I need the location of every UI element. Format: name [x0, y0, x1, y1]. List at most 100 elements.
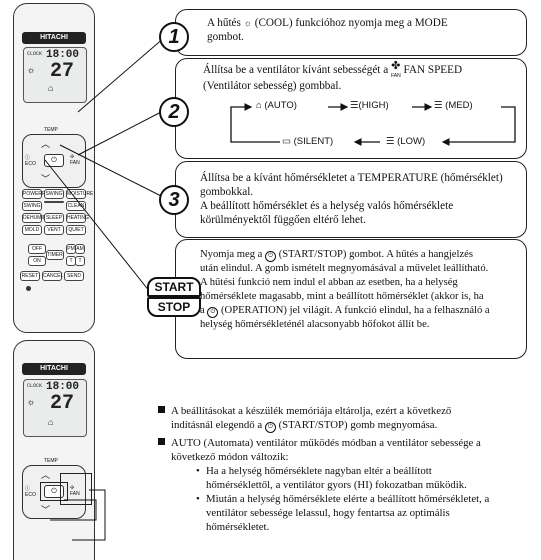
fan-seq-low: ☰ (LOW)	[386, 136, 425, 147]
start-stop-button-small[interactable]: ⏻	[44, 154, 64, 167]
remote-button-5[interactable]	[44, 201, 64, 203]
ss-line5-b: (OPERATION) jel világít. A funkció elind…	[221, 305, 490, 316]
temp-label: TEMP	[44, 127, 58, 133]
ss-line6: helység hőmérsékleténél alacsonyabb hőfo…	[200, 319, 430, 330]
timer-button[interactable]: TIMER	[46, 250, 64, 260]
dot-bullet-icon: •	[196, 493, 200, 505]
remote-button-3[interactable]: MOISTURE	[66, 189, 94, 199]
note-2-bullet-1: • Ha a helység hőmérséklete nagyban elté…	[158, 464, 533, 492]
fan-seq-med: ☰ (MED)	[434, 100, 473, 111]
step1-text-b: (COOL) funkcióhoz nyomja meg a MODE	[254, 17, 448, 29]
start-label: START	[147, 277, 201, 297]
bottom-temp-up-button[interactable]: ︿	[41, 470, 51, 480]
off-timer-button[interactable]: OFF	[28, 244, 46, 254]
bottom-temp-down-button[interactable]: ﹀	[41, 505, 51, 515]
note2-line1: AUTO (Automata) ventilátor működés módba…	[171, 437, 481, 449]
bottom-start-stop-button[interactable]: ⏻	[44, 485, 64, 498]
b1-line2: hőmérséklettől, a ventilátor gyors (HI) …	[206, 479, 467, 491]
fan-cycle-arrows	[230, 103, 516, 146]
step3-number: 3	[159, 185, 189, 215]
step3-text: Állítsa be a kívánt hőmérsékletet a TEMP…	[200, 171, 522, 227]
ss-line2: után elindul. A gomb ismételt megnyomásá…	[200, 263, 489, 274]
fan-med-label: (MED)	[445, 100, 473, 111]
step1-box	[175, 9, 527, 56]
temp-up-button[interactable]: ︿	[41, 139, 51, 149]
operation-icon: ⏻	[207, 307, 219, 318]
fan-silent-icon: ▭	[282, 136, 291, 147]
fan-indicator-icon: ⌂	[48, 84, 54, 94]
clock-time: 18:00	[46, 49, 80, 61]
step2-line1-a: Állítsa be a ventilátor kívánt sebességé…	[203, 64, 389, 76]
fan-auto-icon: ⌂	[256, 100, 262, 111]
ss-line3: A hűtési funkció nem indul el abban az e…	[200, 277, 458, 288]
step1-text: A hűtés ☼ (COOL) funkcióhoz nyomja meg a…	[207, 16, 517, 44]
remote-button-9[interactable]: HEATING	[66, 213, 89, 223]
cool-mode-icon: ☼	[28, 66, 35, 77]
bottom-fan-indicator-icon: ⌂	[48, 418, 54, 428]
reset-button[interactable]: RESET	[20, 271, 40, 281]
fan-silent-label: (SILENT)	[293, 136, 334, 147]
cool-sun-icon: ☼	[243, 18, 252, 28]
bottom-clock-label: CLOCK	[27, 383, 43, 389]
note1-line1: A beállításokat a készülék memóriája elt…	[171, 405, 452, 417]
note-power-icon: ⏻	[264, 422, 276, 433]
remote-button-6[interactable]: CLEAN	[66, 201, 86, 211]
send-button[interactable]: SEND	[64, 271, 84, 281]
note-2: AUTO (Automata) ventilátor működés módba…	[158, 436, 533, 450]
square-bullet-icon	[158, 406, 165, 413]
on-timer-button[interactable]: ON	[28, 256, 46, 266]
bottom-cool-mode-icon: ☼	[28, 398, 35, 409]
remote-lcd-display: CLOCK 18:00 ☼ 27 ⌂	[23, 47, 87, 103]
step2-number: 2	[159, 97, 189, 127]
indicator-light	[26, 286, 31, 291]
step1-number: 1	[159, 22, 189, 52]
dot-bullet-icon: •	[196, 465, 200, 477]
fan-seq-auto: ⌂ (AUTO)	[256, 100, 297, 111]
fan-high-label: (HIGH)	[358, 100, 389, 111]
remote-top-header	[22, 32, 86, 44]
remote-button-7[interactable]: DEHUMID	[22, 213, 47, 223]
fan-high-icon: ☰	[350, 100, 359, 111]
step1-text-c: gombot.	[207, 31, 244, 43]
note1-line2-a: indításnál elegendő a	[171, 419, 263, 431]
remote-button-1[interactable]: POWERFUL	[22, 189, 52, 199]
b2-line1: Miután a helység hőmérséklete elérte a b…	[206, 493, 490, 505]
am-button[interactable]: AM	[75, 244, 85, 254]
remote-button-4[interactable]: SWING	[22, 201, 42, 211]
step2-line1-b: FAN SPEED	[403, 64, 463, 76]
cancel-button[interactable]: CANCEL	[42, 271, 64, 281]
b2-line3: hőmérsékletet.	[206, 521, 270, 533]
step1-text-a: A hűtés	[207, 17, 241, 29]
remote-button-2[interactable]: SWING	[44, 189, 64, 199]
note-1-cont: indításnál elegendő a ⏻ (START/STOP) gom…	[158, 418, 533, 433]
note2-line2: következő módon változik:	[171, 451, 289, 463]
remote-button-11[interactable]: VENT	[44, 225, 64, 235]
ss-line4: hőmérséklete magasabb, mint a beállított…	[200, 291, 484, 302]
note1-line2-b: (START/STOP) gomb megnyomása.	[278, 419, 438, 431]
note-2-bullet-2: • Miután a helység hőmérséklete elérte a…	[158, 492, 533, 534]
ss-line1-b: (START/STOP) gombot. A hűtés a hangjelzé…	[278, 249, 473, 260]
bottom-temp-display: 27	[50, 392, 75, 415]
t2-button[interactable]: T	[75, 256, 85, 266]
remote-button-12[interactable]: QUIET	[66, 225, 86, 235]
fan-med-icon: ☰	[434, 100, 443, 111]
remote-button-8[interactable]: SLEEP	[44, 213, 64, 223]
start-stop-text: Nyomja meg a ⏻ (START/STOP) gombot. A hű…	[200, 248, 522, 332]
note-1: A beállításokat a készülék memóriája elt…	[158, 404, 533, 418]
fan-auto-label: (AUTO)	[264, 100, 297, 111]
fan-seq-high: ☰(HIGH)	[350, 100, 389, 111]
fan-label: FAN	[70, 160, 80, 166]
fan-low-label: (LOW)	[397, 136, 426, 147]
clock-label: CLOCK	[27, 51, 43, 57]
remote-button-10[interactable]: MOLD	[22, 225, 42, 235]
bottom-clock-time: 18:00	[46, 381, 80, 393]
fan-small-label: FAN	[390, 73, 401, 79]
temp-down-button[interactable]: ﹀	[41, 174, 51, 184]
step2-line2: (Ventilátor sebesség) gombbal.	[203, 80, 342, 92]
fan-speed-button[interactable]: ✣FAN	[70, 154, 80, 166]
ss-line5-a: a	[200, 305, 205, 316]
eco-label: ECO	[25, 161, 36, 167]
